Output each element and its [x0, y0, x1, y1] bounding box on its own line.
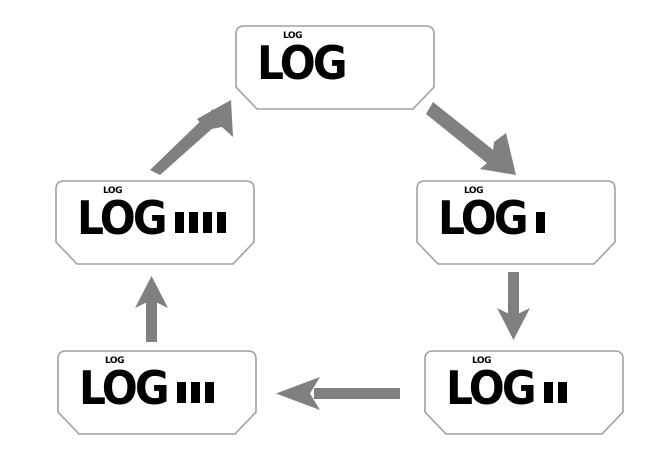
node-content: LOG LOG	[235, 25, 435, 110]
progress-blocks	[535, 212, 545, 233]
node-sublabel: LOG	[472, 356, 491, 366]
node-sublabel: LOG	[103, 186, 122, 196]
progress-blocks	[174, 212, 226, 233]
progress-block	[188, 212, 198, 233]
progress-block	[202, 212, 212, 233]
node-title: LOG	[257, 36, 348, 90]
node-log-1[interactable]: LOG LOG	[416, 180, 616, 265]
node-sublabel: LOG	[105, 356, 124, 366]
node-title: LOG	[79, 361, 170, 415]
node-tag-shape	[57, 350, 257, 435]
node-log-3[interactable]: LOG LOG	[57, 350, 257, 435]
progress-block	[557, 382, 567, 403]
node-tag-shape	[55, 180, 255, 265]
node-content: LOG LOG	[57, 350, 257, 435]
progress-block	[174, 212, 184, 233]
node-content: LOG LOG	[416, 180, 616, 265]
node-title: LOG	[77, 191, 168, 245]
progress-block	[543, 382, 553, 403]
node-main-row: LOG	[438, 195, 545, 241]
progress-block	[190, 382, 200, 403]
node-main-row: LOG	[257, 40, 355, 86]
arrow-left-bottomright-to-bottomleft	[276, 376, 400, 412]
node-log-0[interactable]: LOG LOG	[235, 25, 435, 110]
node-content: LOG LOG	[55, 180, 255, 265]
node-log-4[interactable]: LOG LOG	[55, 180, 255, 265]
node-title: LOG	[446, 361, 537, 415]
node-sublabel: LOG	[464, 186, 483, 196]
node-tag-shape	[235, 25, 435, 110]
arrow-down-right-top-to-right	[426, 97, 520, 175]
progress-block	[216, 212, 226, 233]
node-main-row: LOG	[77, 195, 226, 241]
progress-block	[204, 382, 214, 403]
arrow-up-bottomleft-to-left	[134, 276, 170, 342]
node-main-row: LOG	[446, 365, 567, 411]
progress-blocks	[176, 382, 214, 403]
progress-block	[535, 212, 545, 233]
arrow-down-right-to-bottomright	[496, 272, 532, 340]
node-tag-shape	[416, 180, 616, 265]
node-tag-shape	[424, 350, 624, 435]
node-content: LOG LOG	[424, 350, 624, 435]
node-main-row: LOG	[79, 365, 214, 411]
node-sublabel: LOG	[283, 31, 302, 41]
progress-blocks	[543, 382, 567, 403]
arrow-up-right-left-to-top	[145, 97, 240, 175]
node-log-2[interactable]: LOG LOG	[424, 350, 624, 435]
node-title: LOG	[438, 191, 529, 245]
progress-block	[176, 382, 186, 403]
